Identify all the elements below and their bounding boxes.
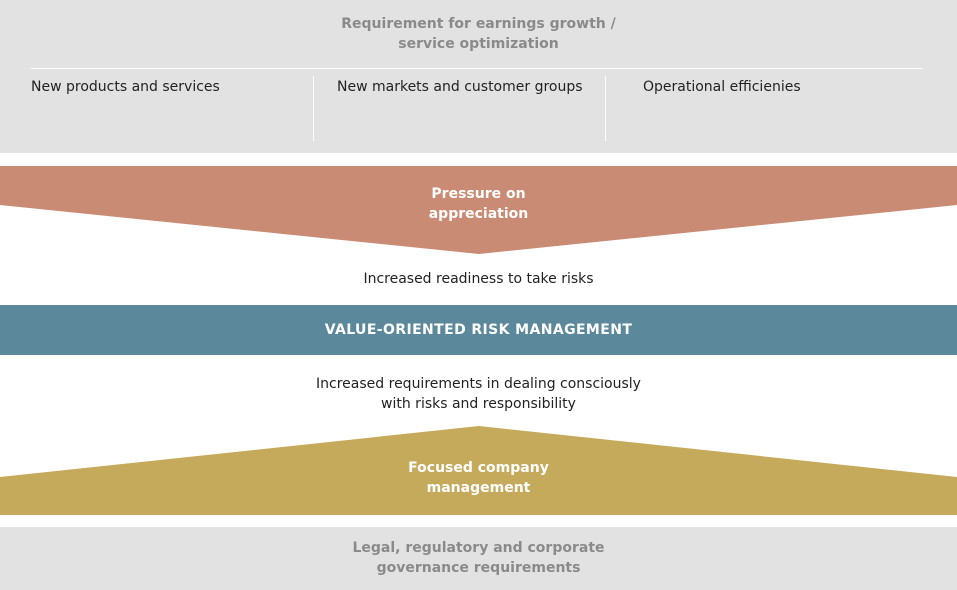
top-divider-line: [31, 68, 923, 69]
focused-management-label: Focused company management: [0, 458, 957, 498]
risk-management-band: [0, 305, 957, 355]
column-separator: [313, 76, 314, 141]
risk-management-title: VALUE-ORIENTED RISK MANAGEMENT: [324, 322, 633, 338]
governance-line-1: Legal, regulatory and corporate: [352, 540, 605, 556]
pressure-arrow-shape: [0, 166, 957, 254]
focused-management-shape: [0, 426, 957, 515]
governance-requirements-label: Legal, regulatory and corporate governan…: [0, 538, 957, 578]
column-operational-efficiencies: Operational efficienies: [643, 79, 801, 95]
bottom-governance-block: [0, 527, 957, 590]
top-requirement-block: [0, 0, 957, 153]
pressure-on-appreciation-label: Pressure on appreciation: [0, 184, 957, 224]
pressure-line-2: appreciation: [428, 206, 529, 222]
focused-line-2: management: [426, 480, 531, 496]
risk-readiness-label: Increased readiness to take risks: [363, 271, 594, 287]
top-title-line-2: service optimization: [398, 36, 559, 52]
increased-requirements-label: Increased requirements in dealing consci…: [0, 374, 957, 414]
top-requirement-title: Requirement for earnings growth / servic…: [0, 14, 957, 54]
pressure-line-1: Pressure on: [431, 186, 526, 202]
column-new-markets: New markets and customer groups: [337, 79, 583, 95]
column-separator: [605, 76, 606, 141]
governance-line-2: governance requirements: [376, 560, 581, 576]
column-new-products: New products and services: [31, 79, 220, 95]
focused-line-1: Focused company: [408, 460, 549, 476]
requirements-line-1: Increased requirements in dealing consci…: [316, 376, 641, 392]
requirements-line-2: with risks and responsibility: [381, 396, 576, 412]
top-title-line-1: Requirement for earnings growth /: [341, 16, 616, 32]
